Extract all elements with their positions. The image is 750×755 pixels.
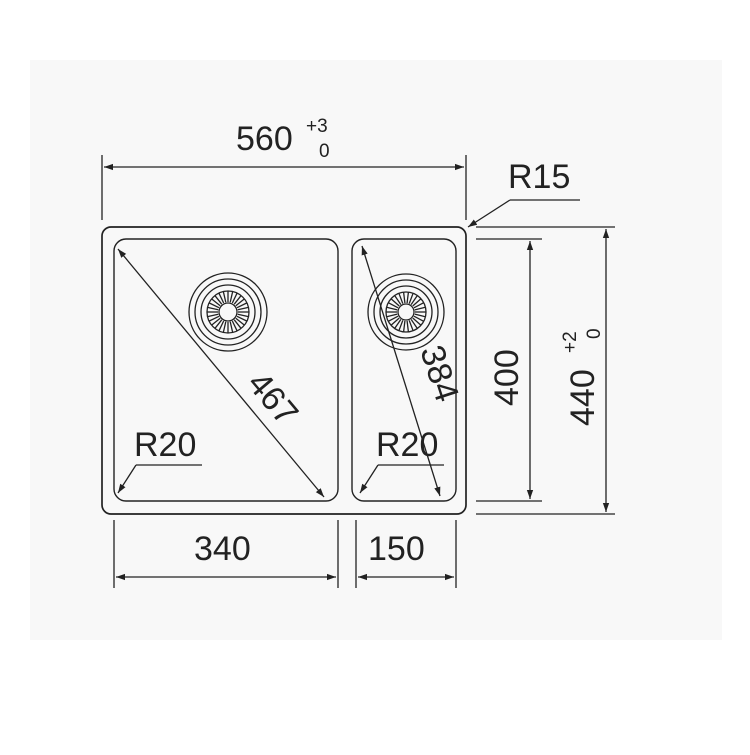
right-bowl-radius-label: R20 [376, 426, 438, 464]
bowl-depth-dimension: 400 [476, 238, 542, 502]
overall-width-dimension: 560 +3 0 [101, 116, 467, 220]
right-bowl [351, 238, 457, 502]
right-bowl-width-label: 150 [368, 530, 425, 568]
outer-radius-label: R15 [508, 158, 570, 196]
left-bowl-width-label: 340 [194, 530, 251, 568]
right-bowl-width-dimension: 150 [355, 520, 457, 588]
right-bowl-radius-callout: R20 [359, 426, 444, 494]
left-bowl-radius-callout: R20 [117, 426, 202, 494]
left-bowl-radius-label: R20 [134, 426, 196, 464]
overall-width-label: 560 [236, 120, 293, 158]
outer-radius-callout: R15 [467, 158, 580, 228]
overall-width-tol-lower: 0 [319, 141, 330, 162]
overall-width-tol-upper: +3 [306, 116, 328, 137]
left-bowl [113, 238, 339, 502]
overall-depth-dimension: 440 +2 0 [476, 226, 615, 515]
overall-depth-tol-lower: 0 [584, 328, 605, 339]
overall-depth-label: 440 [564, 369, 602, 426]
left-bowl-width-dimension: 340 [113, 520, 339, 588]
bowl-depth-label: 400 [488, 349, 526, 406]
overall-depth-tol-upper: +2 [560, 331, 581, 353]
sink-outline [101, 226, 467, 515]
